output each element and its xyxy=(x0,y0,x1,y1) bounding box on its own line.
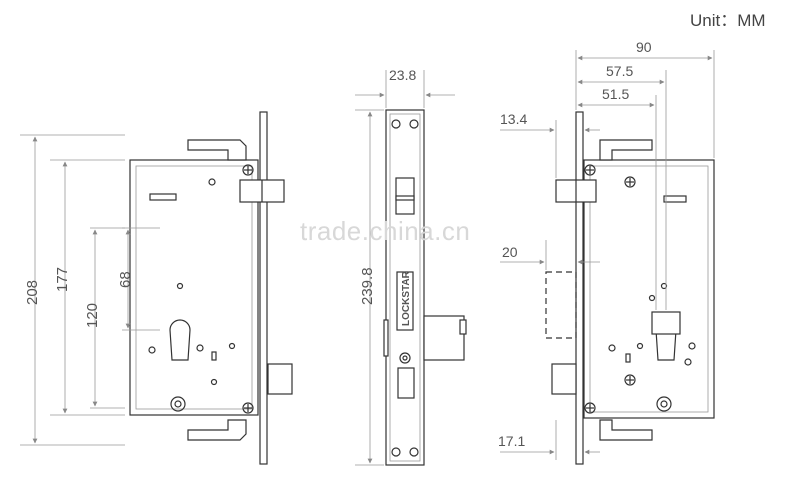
brand-plate-text: LOCKSTAR xyxy=(401,270,412,326)
dim-17-1: 17.1 xyxy=(498,433,525,449)
dim-51-5: 51.5 xyxy=(602,86,629,102)
right-dimensions xyxy=(500,50,715,460)
right-deadbolt-extended xyxy=(545,271,577,339)
front-dimensions xyxy=(355,70,455,466)
front-view xyxy=(383,109,467,466)
deadbolt xyxy=(267,363,293,395)
dim-120: 120 xyxy=(84,303,101,328)
dim-20: 20 xyxy=(502,244,518,260)
watermark: trade.china.cn xyxy=(300,216,471,246)
right-case-body xyxy=(583,159,715,419)
left-side-view xyxy=(129,111,293,465)
dim-68: 68 xyxy=(117,271,134,288)
lock-case-body xyxy=(129,159,259,416)
front-deadbolt xyxy=(423,315,465,361)
left-dimensions xyxy=(20,134,160,446)
brand-plate-box xyxy=(396,271,414,331)
right-deadbolt-retracted xyxy=(551,363,577,395)
dim-90: 90 xyxy=(636,39,652,55)
dim-57-5: 57.5 xyxy=(606,63,633,79)
dim-239-8: 239.8 xyxy=(359,267,376,305)
dim-23-8: 23.8 xyxy=(389,67,416,83)
right-faceplate xyxy=(575,111,584,465)
bottom-hook xyxy=(187,419,247,441)
faceplate-side xyxy=(259,111,268,465)
right-side-view xyxy=(545,111,715,465)
dim-208: 208 xyxy=(24,280,41,305)
dim-13-4: 13.4 xyxy=(500,111,527,127)
cylinder-hole xyxy=(169,319,191,361)
unit-label: Unit：MM xyxy=(690,11,766,30)
top-hook xyxy=(187,139,247,161)
dim-177: 177 xyxy=(54,267,71,292)
